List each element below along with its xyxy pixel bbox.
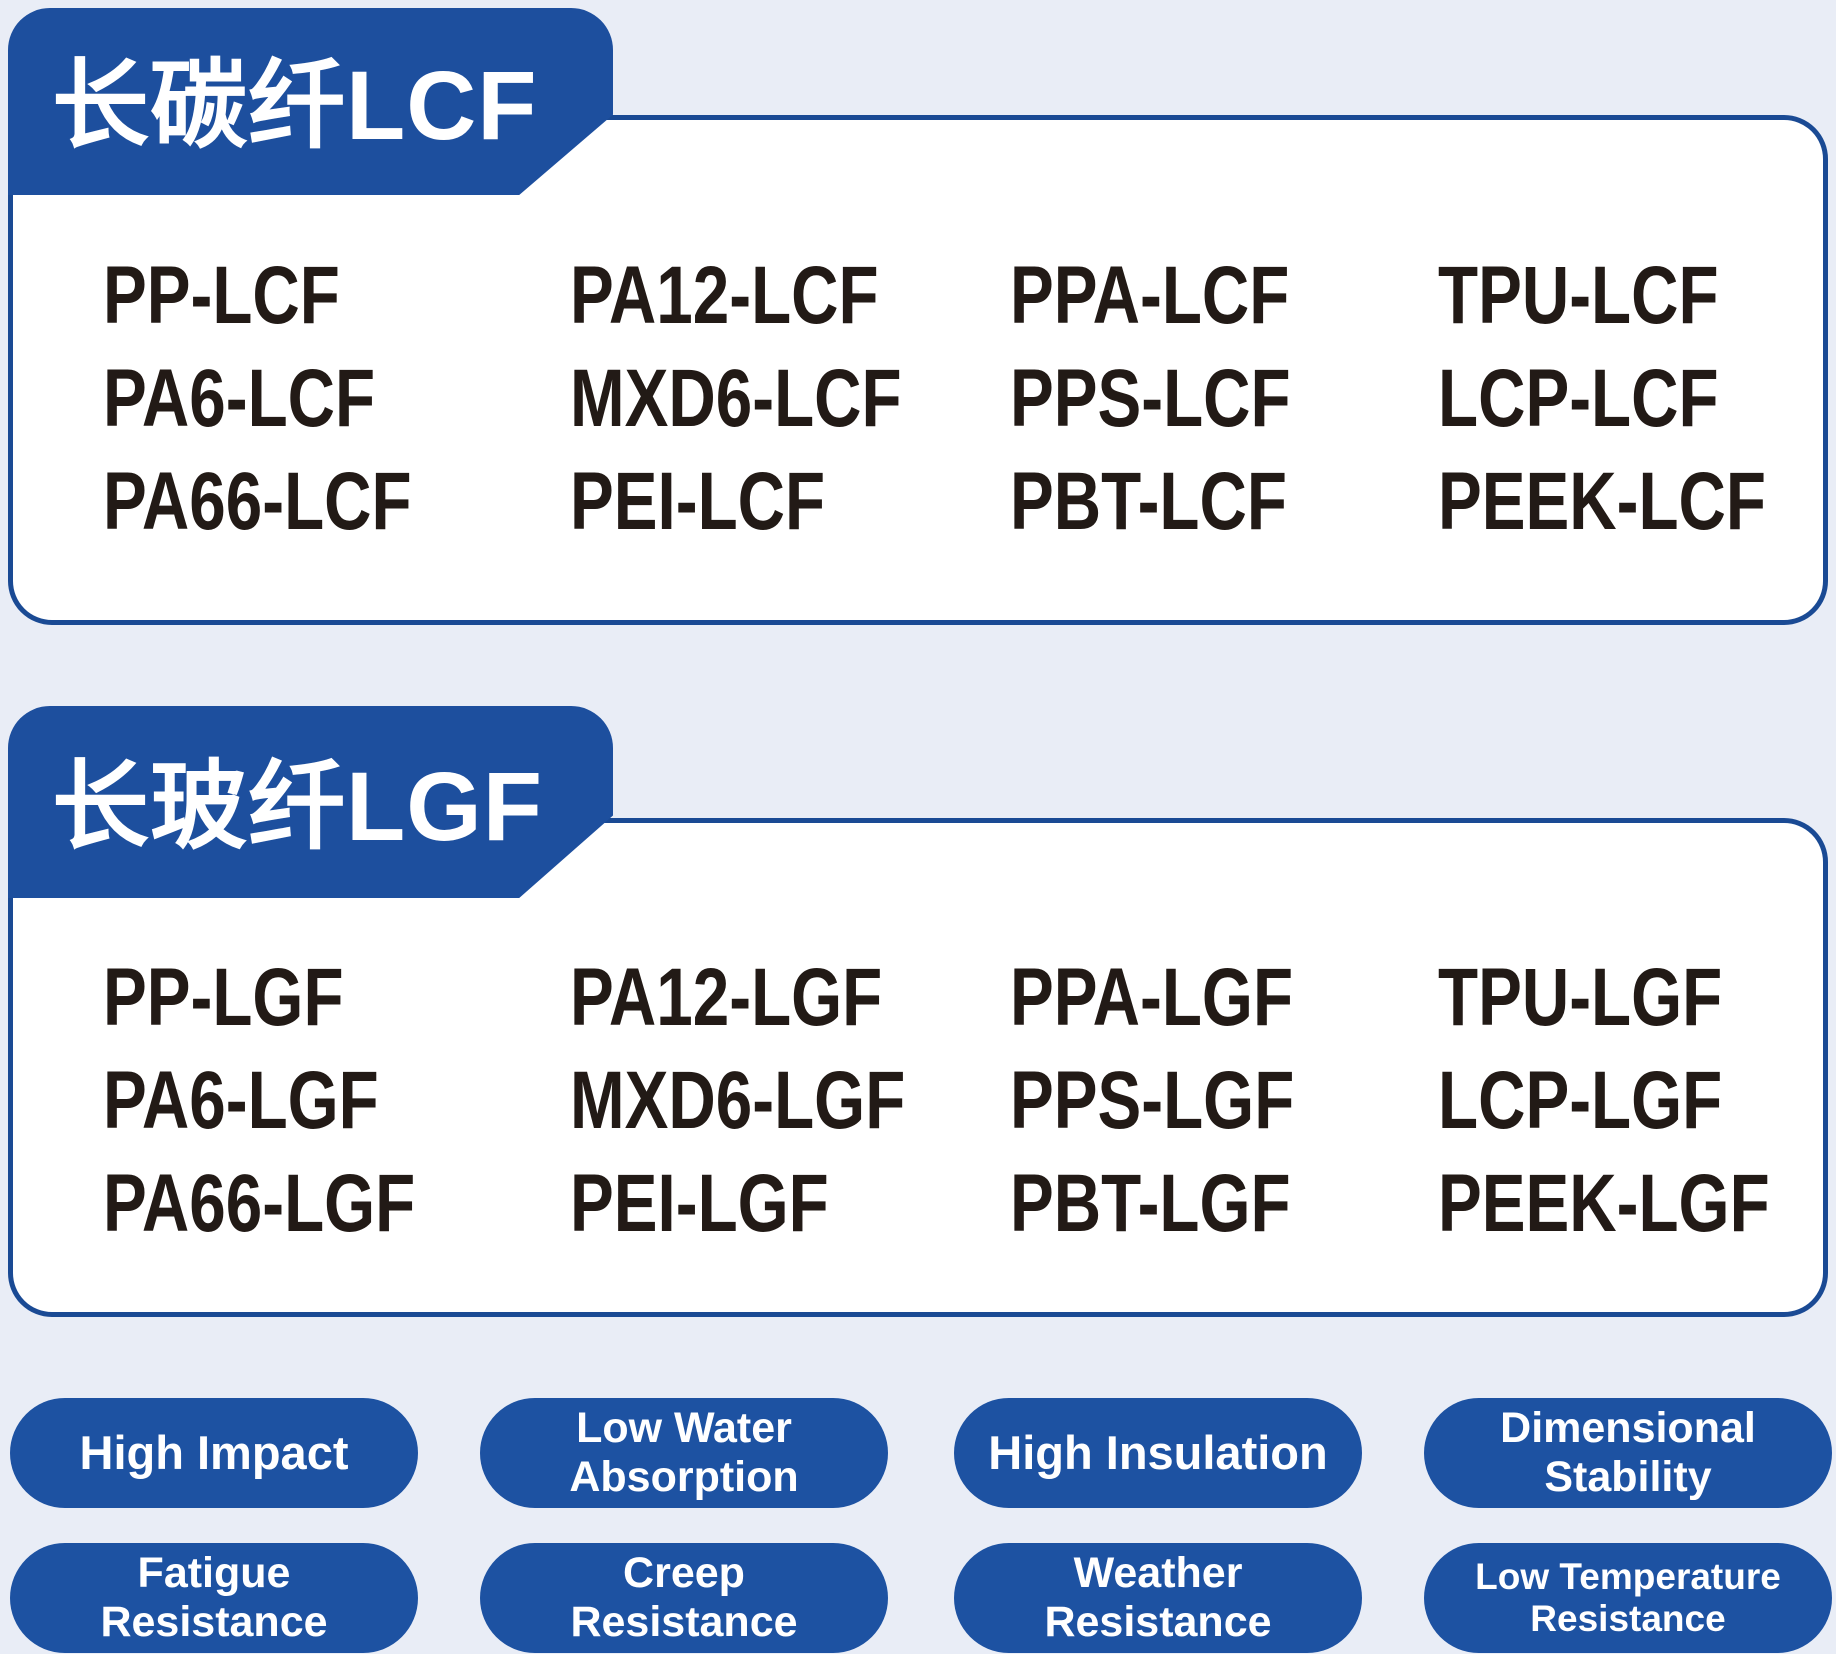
material-item: PEEK-LGF bbox=[1438, 1158, 1770, 1249]
material-item: PBT-LGF bbox=[1010, 1158, 1291, 1249]
badge-label: Resistance bbox=[570, 1598, 798, 1646]
badge-label: Creep bbox=[623, 1549, 745, 1598]
material-item: MXD6-LGF bbox=[570, 1055, 906, 1146]
material-item: LCP-LCF bbox=[1438, 353, 1719, 444]
material-item: PA6-LCF bbox=[103, 353, 376, 444]
material-item: PA12-LGF bbox=[570, 952, 883, 1043]
material-item: TPU-LCF bbox=[1438, 250, 1719, 341]
material-item: PPS-LCF bbox=[1010, 353, 1291, 444]
lgf-section-title: 长玻纤LGF bbox=[52, 751, 543, 861]
badge-label: Weather bbox=[1073, 1549, 1243, 1598]
lcf-materials-card bbox=[8, 115, 1828, 625]
material-item: PA66-LCF bbox=[103, 456, 412, 547]
badge-label: Dimensional bbox=[1500, 1404, 1756, 1453]
badge-label: Low Temperature bbox=[1475, 1556, 1781, 1598]
material-item: TPU-LGF bbox=[1438, 952, 1723, 1043]
material-item: PBT-LCF bbox=[1010, 456, 1287, 547]
badge-label: Resistance bbox=[1530, 1598, 1726, 1639]
lgf-tab-header: 长玻纤LGF bbox=[8, 706, 613, 898]
material-item: PP-LGF bbox=[103, 952, 344, 1043]
feature-badge-weather-resistance: Weather Resistance bbox=[954, 1543, 1362, 1653]
material-item: PPS-LGF bbox=[1010, 1055, 1295, 1146]
feature-badge-creep-resistance: Creep Resistance bbox=[480, 1543, 888, 1653]
badge-label: High Impact bbox=[79, 1426, 349, 1480]
badge-label: Low Water bbox=[576, 1404, 792, 1453]
badge-label: High Insulation bbox=[988, 1426, 1328, 1480]
feature-badge-high-impact: High Impact bbox=[10, 1398, 418, 1508]
lgf-materials-grid: PP-LGF PA12-LGF PPA-LGF TPU-LGF PA6-LGF … bbox=[103, 946, 1823, 1255]
material-item: PPA-LCF bbox=[1010, 250, 1290, 341]
feature-badge-low-water-absorption: Low Water Absorption bbox=[480, 1398, 888, 1508]
badge-label: Fatigue bbox=[137, 1549, 291, 1598]
lcf-section-title: 长碳纤LCF bbox=[52, 51, 538, 160]
feature-badge-fatigue-resistance: Fatigue Resistance bbox=[10, 1543, 418, 1653]
material-item: PEI-LCF bbox=[570, 456, 826, 547]
feature-badge-dimensional-stability: Dimensional Stability bbox=[1424, 1398, 1832, 1508]
badge-label: Resistance bbox=[1044, 1598, 1272, 1646]
material-item: PA12-LCF bbox=[570, 250, 879, 341]
badge-label: Absorption bbox=[569, 1453, 799, 1501]
lgf-materials-card bbox=[8, 818, 1828, 1317]
lcf-tab-header: 长碳纤LCF bbox=[8, 8, 613, 195]
badge-label: Stability bbox=[1544, 1453, 1712, 1501]
material-item: PEI-LGF bbox=[570, 1158, 829, 1249]
material-item: MXD6-LCF bbox=[570, 353, 902, 444]
material-item: PA6-LGF bbox=[103, 1055, 379, 1146]
feature-badge-high-insulation: High Insulation bbox=[954, 1398, 1362, 1508]
badge-label: Resistance bbox=[100, 1598, 328, 1646]
lcf-materials-grid: PP-LCF PA12-LCF PPA-LCF TPU-LCF PA6-LCF … bbox=[103, 244, 1823, 553]
material-item: PPA-LGF bbox=[1010, 952, 1294, 1043]
material-item: LCP-LGF bbox=[1438, 1055, 1723, 1146]
feature-badge-low-temperature-resistance: Low Temperature Resistance bbox=[1424, 1543, 1832, 1653]
material-item: PP-LCF bbox=[103, 250, 340, 341]
material-item: PEEK-LCF bbox=[1438, 456, 1766, 547]
material-item: PA66-LGF bbox=[103, 1158, 416, 1249]
